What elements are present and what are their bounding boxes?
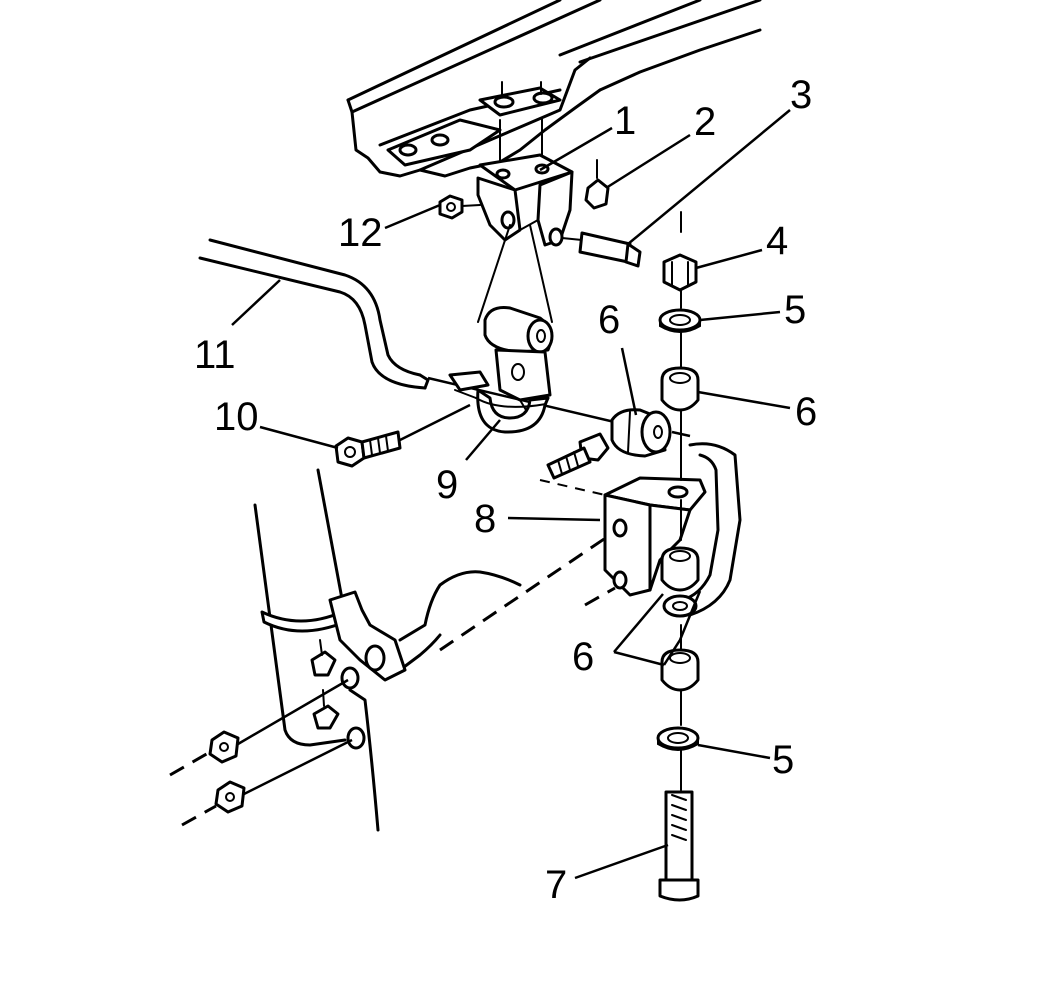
bushing-6-lower-b [660, 648, 700, 692]
callout-4: 4 [766, 219, 788, 263]
frame-rail [346, 0, 762, 178]
nut-12 [438, 194, 481, 220]
callout-6-right: 6 [795, 390, 817, 434]
callout-7: 7 [545, 863, 567, 907]
washer-5-lower [656, 726, 700, 751]
callout-10: 10 [214, 395, 259, 439]
callout-6-lower: 6 [572, 635, 594, 679]
bushing-6-horizontal [610, 408, 691, 458]
callout-3: 3 [790, 73, 812, 117]
upper-link-bushing [477, 224, 554, 411]
bolt-10 [334, 403, 471, 468]
callout-1: 1 [614, 99, 636, 143]
stabilizer-bar [198, 238, 641, 430]
spacer-washer [662, 594, 698, 618]
nut-4 [662, 253, 698, 292]
callout-12: 12 [338, 211, 383, 255]
upper-link-bracket [476, 153, 574, 247]
lower-control-arm [398, 442, 742, 672]
bolt-2 [584, 159, 610, 210]
bushing-clamp [448, 370, 550, 434]
callout-8: 8 [474, 497, 496, 541]
callout-6-left: 6 [598, 298, 620, 342]
shock-absorber [253, 468, 407, 832]
callout-labels: 1 2 3 4 5 5 6 6 6 7 8 9 10 11 12 [194, 73, 817, 907]
callout-5-lower: 5 [772, 738, 794, 782]
callout-9: 9 [436, 463, 458, 507]
bushing-6-upper [660, 366, 700, 412]
bushing-6-lower-a [660, 546, 700, 592]
callout-11: 11 [194, 333, 236, 377]
washer-5-upper [658, 308, 702, 333]
bolt-3 [561, 231, 642, 268]
bracket-bolt [546, 432, 610, 480]
link-bolt-7 [658, 790, 700, 902]
leader-lines [231, 109, 791, 880]
strut-mount-nuts [169, 678, 353, 827]
callout-5-upper: 5 [784, 288, 806, 332]
callout-2: 2 [694, 100, 716, 144]
